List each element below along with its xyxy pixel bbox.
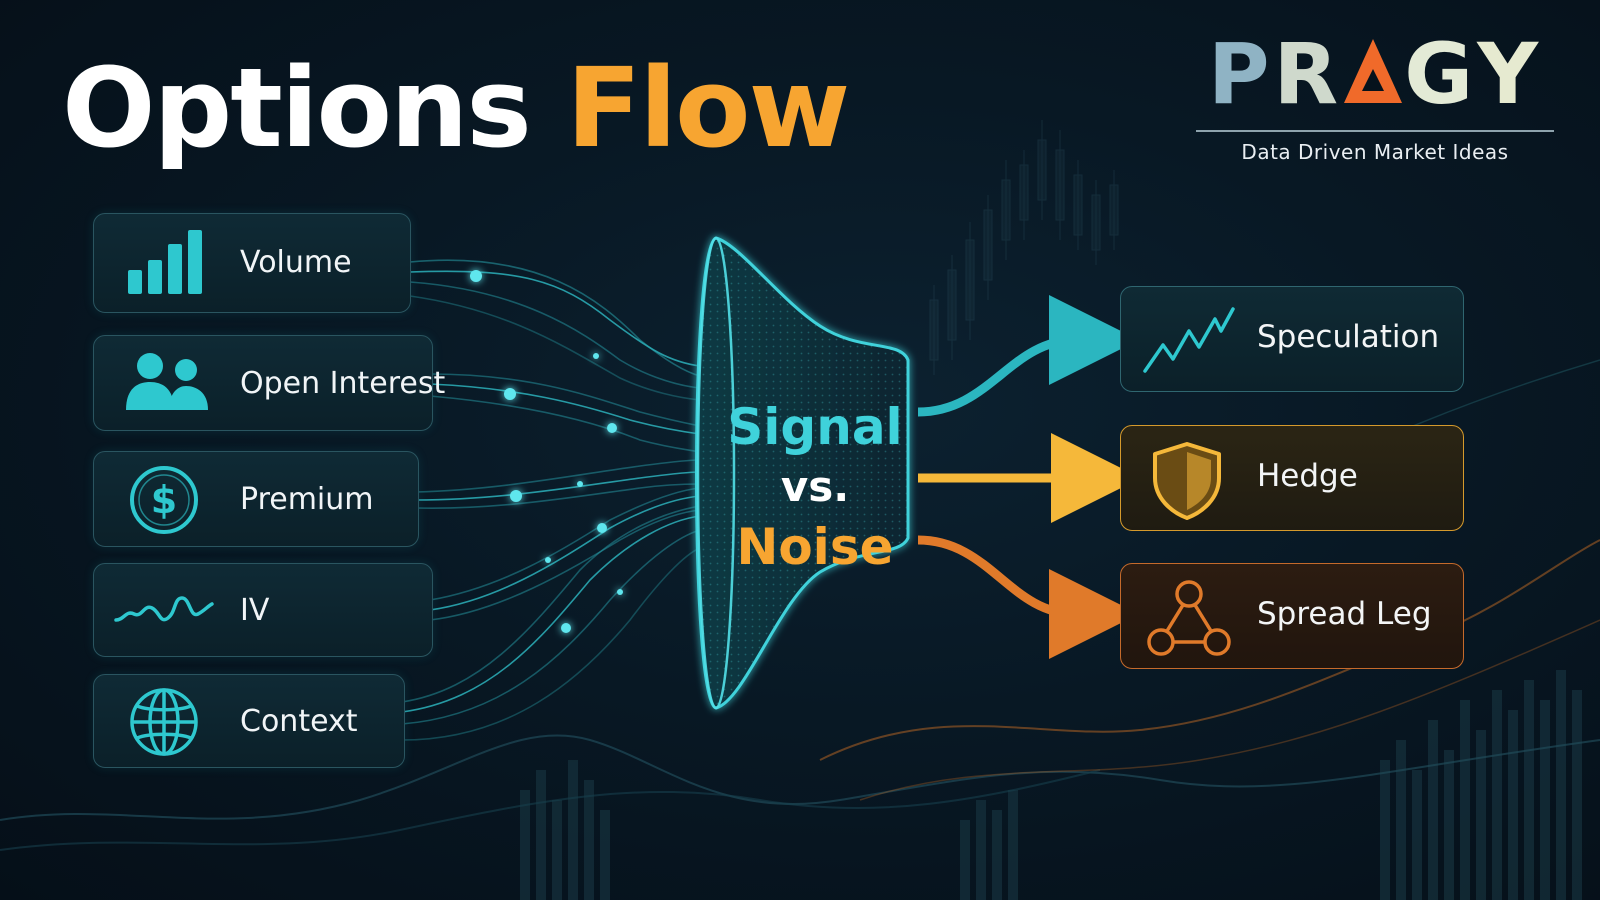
flow-nodes [470, 270, 623, 633]
zigzag-trend-icon [1143, 305, 1235, 381]
logo-letter-r: R [1273, 25, 1343, 123]
input-flow-lines [401, 259, 701, 741]
candlestick-background [929, 120, 1119, 375]
logo-wordmark: PR A GY [1196, 32, 1554, 116]
output-card-spread-leg: Spread Leg [1120, 563, 1464, 669]
logo-triangle-shape [1344, 39, 1403, 103]
page-title: Options Flow [62, 48, 850, 169]
output-label-hedge: Hedge [1257, 458, 1358, 494]
output-label-speculation: Speculation [1257, 319, 1440, 355]
input-card-context: Context [93, 674, 405, 768]
funnel-signal-text: Signal [727, 398, 903, 456]
signal-funnel [695, 236, 910, 710]
input-label-open-interest: Open Interest [240, 366, 446, 401]
logo-tagline: Data Driven Market Ideas [1241, 140, 1509, 164]
dollar-coin-icon: $ [128, 464, 200, 540]
input-label-volume: Volume [240, 245, 352, 280]
svg-text:$: $ [151, 478, 177, 522]
logo-divider [1196, 130, 1554, 132]
logo-letter-g: G [1404, 25, 1478, 123]
funnel-vs-text: vs. [780, 462, 850, 511]
logo-letter-y: Y [1477, 25, 1543, 123]
input-label-context: Context [240, 704, 358, 739]
speculation-arrow [917, 295, 1139, 417]
brand-logo: PR A GY Data Driven Market Ideas [1196, 32, 1554, 164]
volatility-wave-icon [114, 584, 214, 640]
input-label-iv: IV [240, 593, 270, 628]
output-card-hedge: Hedge [1120, 425, 1464, 531]
input-label-premium: Premium [240, 482, 374, 517]
input-card-open-interest: Open Interest [93, 335, 445, 431]
volume-bars-background [520, 670, 1582, 900]
title-word-options: Options [62, 44, 532, 172]
shield-icon [1151, 440, 1223, 524]
title-word-flow: Flow [566, 44, 850, 172]
globe-icon [128, 686, 200, 762]
network-nodes-icon [1147, 578, 1231, 662]
bar-chart-icon [124, 230, 204, 302]
funnel-noise-text: Noise [736, 518, 894, 576]
input-card-iv: IV [93, 563, 433, 657]
output-card-speculation: Speculation [1120, 286, 1464, 392]
output-label-spread-leg: Spread Leg [1257, 596, 1432, 632]
logo-letter-p: P [1207, 25, 1274, 123]
input-card-premium: $ Premium [93, 451, 419, 547]
input-card-volume: Volume [93, 213, 411, 313]
users-icon [124, 350, 210, 420]
spread-arrow [917, 535, 1139, 659]
logo-triangle-icon: A [1342, 35, 1404, 107]
